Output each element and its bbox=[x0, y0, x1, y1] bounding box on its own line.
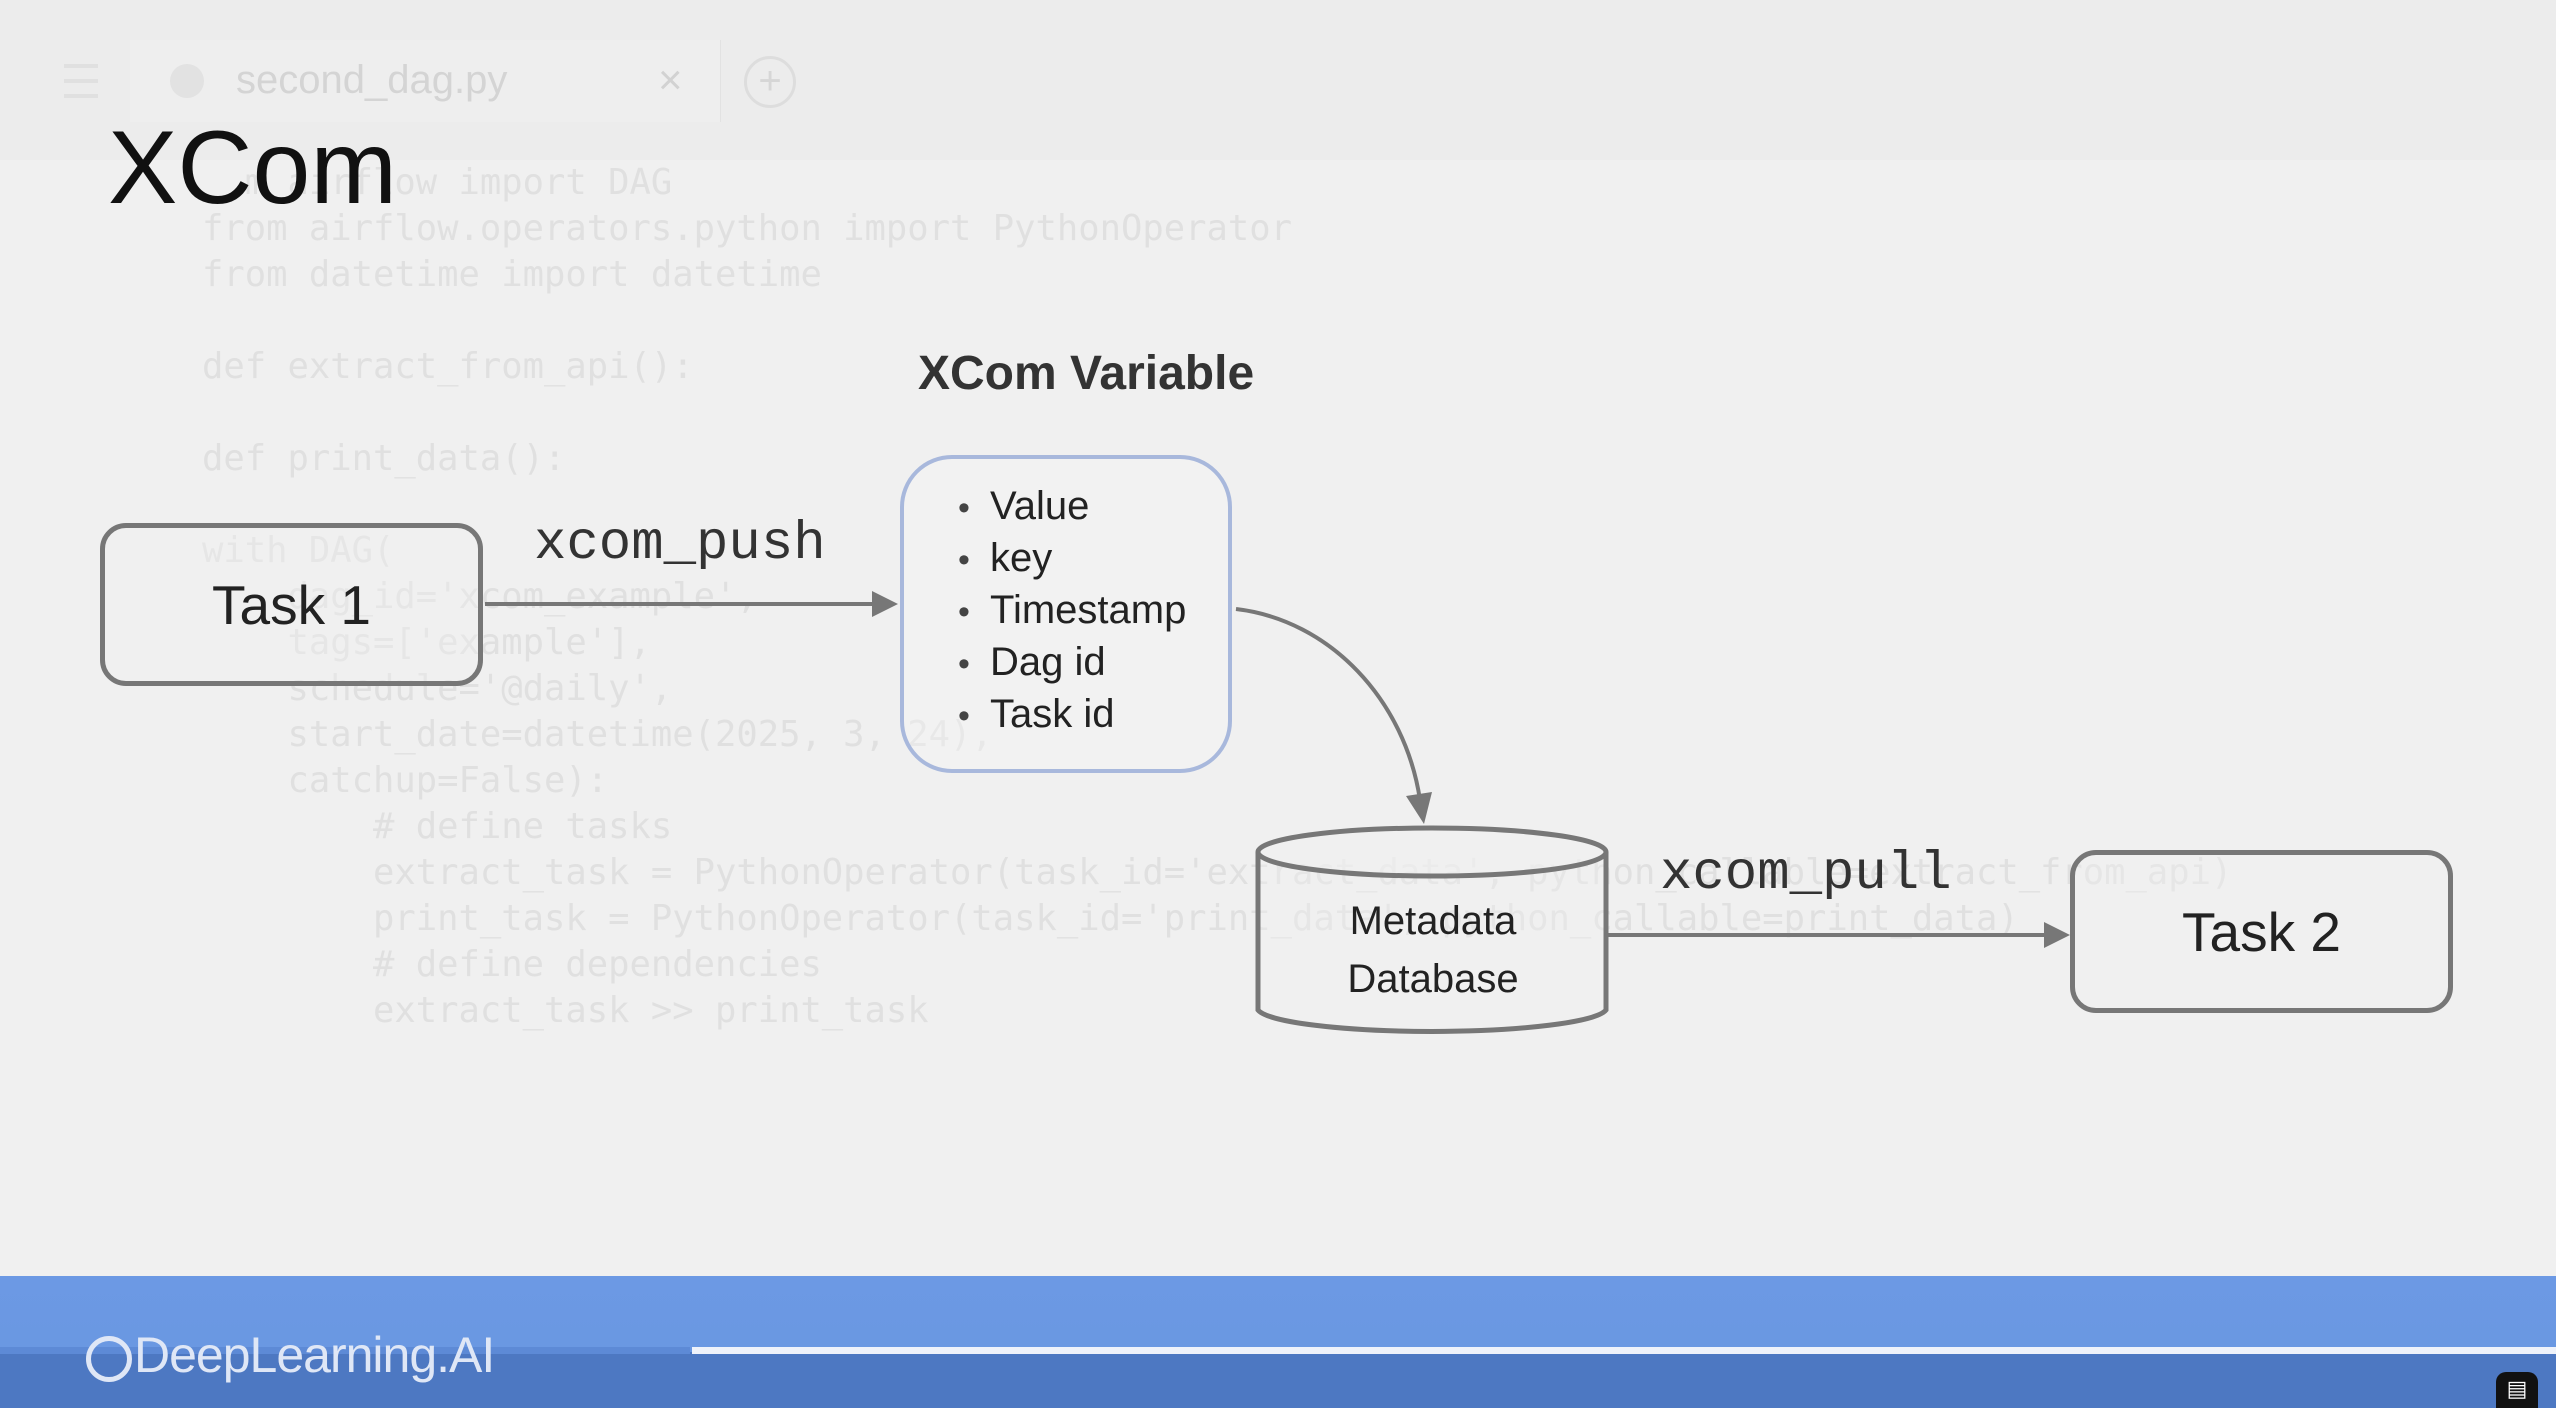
task-2-box: Task 2 bbox=[2070, 850, 2453, 1013]
field-key: key bbox=[958, 533, 1186, 585]
task-1-box: Task 1 bbox=[100, 523, 483, 686]
xcom-push-label: xcom_push bbox=[534, 514, 826, 575]
db-label-line2: Database bbox=[1347, 957, 1519, 1001]
field-task-id: Task id bbox=[958, 689, 1186, 741]
metadata-database-cylinder bbox=[1255, 825, 1609, 1034]
progress-track[interactable] bbox=[692, 1347, 2556, 1354]
close-icon[interactable]: × bbox=[658, 56, 683, 103]
field-timestamp: Timestamp bbox=[958, 585, 1186, 637]
editor-tab-bar: second_dag.py × + bbox=[0, 0, 2556, 160]
brand-text: DeepLearning.AI bbox=[134, 1327, 495, 1383]
task-1-label: Task 1 bbox=[212, 573, 371, 636]
xcom-pull-label: xcom_pull bbox=[1660, 844, 1952, 905]
editor-code: m airflow import DAG from airflow.operat… bbox=[202, 162, 2233, 1031]
new-tab-icon[interactable]: + bbox=[744, 56, 796, 108]
pull-arrow bbox=[1606, 922, 2070, 948]
xcom-variable-title: XCom Variable bbox=[918, 347, 1255, 400]
brand-name: DeepLearning.AI bbox=[86, 1326, 495, 1384]
xcom-variable-box: Value key Timestamp Dag id Task id bbox=[900, 455, 1232, 773]
db-label-line1: Metadata bbox=[1349, 899, 1517, 943]
player-controls-strip bbox=[0, 1352, 2556, 1408]
metadata-database-label: Metadata Database bbox=[1258, 892, 1608, 1008]
progress-fill[interactable] bbox=[0, 1347, 690, 1354]
xcom-variable-fields: Value key Timestamp Dag id Task id bbox=[958, 481, 1186, 741]
deeplearning-logo-icon bbox=[86, 1336, 132, 1382]
menu-icon[interactable] bbox=[64, 64, 98, 98]
store-arrow bbox=[1235, 607, 1432, 824]
captions-icon[interactable]: ▤ bbox=[2496, 1372, 2538, 1408]
field-value: Value bbox=[958, 481, 1186, 533]
task-2-label: Task 2 bbox=[2182, 900, 2341, 963]
push-arrow bbox=[485, 591, 898, 617]
slide-title: XCom bbox=[108, 110, 397, 226]
field-dag-id: Dag id bbox=[958, 637, 1186, 689]
editor-tab-label: second_dag.py bbox=[236, 58, 508, 102]
editor-tab[interactable]: second_dag.py × bbox=[130, 40, 721, 122]
python-file-icon bbox=[170, 64, 204, 98]
